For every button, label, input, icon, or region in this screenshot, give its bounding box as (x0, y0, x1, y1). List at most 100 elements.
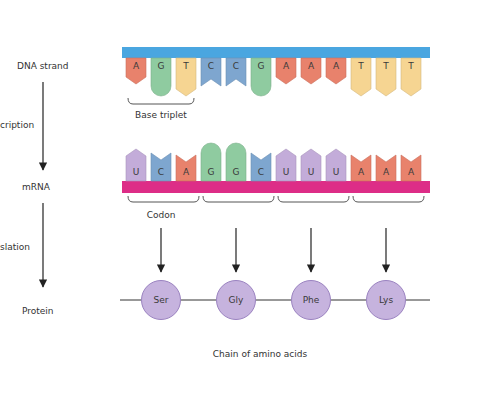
dna-base: T (351, 58, 371, 96)
amino-acid-name: Ser (154, 296, 169, 305)
base-letter: G (258, 62, 265, 71)
base-shape (351, 58, 371, 96)
mrna-base: A (351, 155, 371, 181)
dna-base: T (401, 58, 421, 96)
chain-bond (256, 300, 291, 301)
mrna-base: U (326, 149, 346, 181)
base-shape (251, 58, 271, 96)
amino-acid-name: Phe (303, 296, 320, 305)
base-shape (176, 155, 196, 181)
base-letter: A (133, 62, 139, 71)
amino-acid-name: Lys (379, 296, 393, 305)
amino-acid: Phe (291, 280, 331, 320)
base-shape (126, 149, 146, 181)
base-letter: U (308, 168, 315, 177)
base-shape (226, 58, 246, 86)
dna-base: A (326, 58, 346, 84)
amino-acid: Ser (141, 280, 181, 320)
codon-bracket (353, 196, 424, 202)
mrna-base: C (251, 153, 271, 181)
base-shape (376, 58, 396, 96)
base-letter: U (333, 168, 340, 177)
dna-base: A (276, 58, 296, 84)
base-letter: A (183, 168, 189, 177)
amino-acid-name: Gly (229, 296, 244, 305)
translation-arrow (235, 228, 236, 272)
mrna-base: G (201, 143, 221, 181)
base-shape (276, 149, 296, 181)
base-letter: A (283, 62, 289, 71)
base-letter: C (258, 168, 264, 177)
translation-arrow (385, 228, 386, 272)
chain-bond (181, 300, 216, 301)
bracket-label: Codon (147, 211, 176, 221)
base-letter: T (183, 62, 189, 71)
chain-line (120, 300, 141, 301)
translation-arrow (310, 228, 311, 272)
base-shape (401, 58, 421, 96)
amino-acid-circle (217, 281, 256, 320)
base-shape (276, 58, 296, 84)
stage-label: mRNA (22, 183, 50, 193)
chain-label: Chain of amino acids (213, 350, 307, 360)
dna-base: A (301, 58, 321, 84)
mrna-base: U (301, 149, 321, 181)
bracket-label: Base triplet (135, 111, 187, 121)
process-label: slation (0, 243, 30, 253)
base-letter: C (233, 62, 239, 71)
codon-bracket (278, 196, 349, 202)
base-letter: T (383, 62, 389, 71)
base-letter: T (358, 62, 364, 71)
base-letter: A (333, 62, 339, 71)
base-shape (151, 153, 171, 181)
chain-line (406, 300, 430, 301)
process-label: cription (0, 121, 34, 131)
amino-acid: Lys (366, 280, 406, 320)
base-letter: G (158, 62, 165, 71)
translation-arrow (160, 228, 161, 272)
triplet-bracket (128, 98, 194, 104)
base-letter: A (358, 168, 364, 177)
base-letter: A (308, 62, 314, 71)
base-shape (201, 58, 221, 86)
mrna-backbone (122, 181, 430, 193)
mrna-base: U (126, 149, 146, 181)
chain-bond (331, 300, 366, 301)
mrna-base: A (176, 155, 196, 181)
base-shape (326, 58, 346, 84)
base-shape (126, 58, 146, 84)
mrna-base: A (376, 155, 396, 181)
dna-base: T (176, 58, 196, 96)
base-shape (351, 155, 371, 181)
base-shape (326, 149, 346, 181)
dna-base: C (226, 58, 246, 86)
base-letter: U (133, 168, 140, 177)
base-shape (251, 153, 271, 181)
base-shape (151, 58, 171, 96)
amino-acid-circle (367, 281, 406, 320)
base-shape (376, 155, 396, 181)
process-arrow (42, 203, 43, 287)
base-letter: U (283, 168, 290, 177)
codon-bracket (128, 196, 199, 202)
base-letter: G (208, 168, 215, 177)
dna-base: T (376, 58, 396, 96)
dna-base: G (151, 58, 171, 96)
dna-base: G (251, 58, 271, 96)
base-shape (301, 149, 321, 181)
mrna-base: U (276, 149, 296, 181)
stage-label: DNA strand (17, 62, 69, 72)
dna-base: C (201, 58, 221, 86)
base-letter: T (408, 62, 414, 71)
stage-label: Protein (22, 307, 54, 317)
base-letter: A (383, 168, 389, 177)
mrna-base: A (401, 155, 421, 181)
base-letter: A (408, 168, 414, 177)
base-letter: G (233, 168, 240, 177)
dna-base: A (126, 58, 146, 84)
base-shape (176, 58, 196, 96)
mrna-base: G (226, 143, 246, 181)
amino-acid-circle (292, 281, 331, 320)
amino-acid: Gly (216, 280, 256, 320)
dna-backbone (122, 47, 430, 58)
